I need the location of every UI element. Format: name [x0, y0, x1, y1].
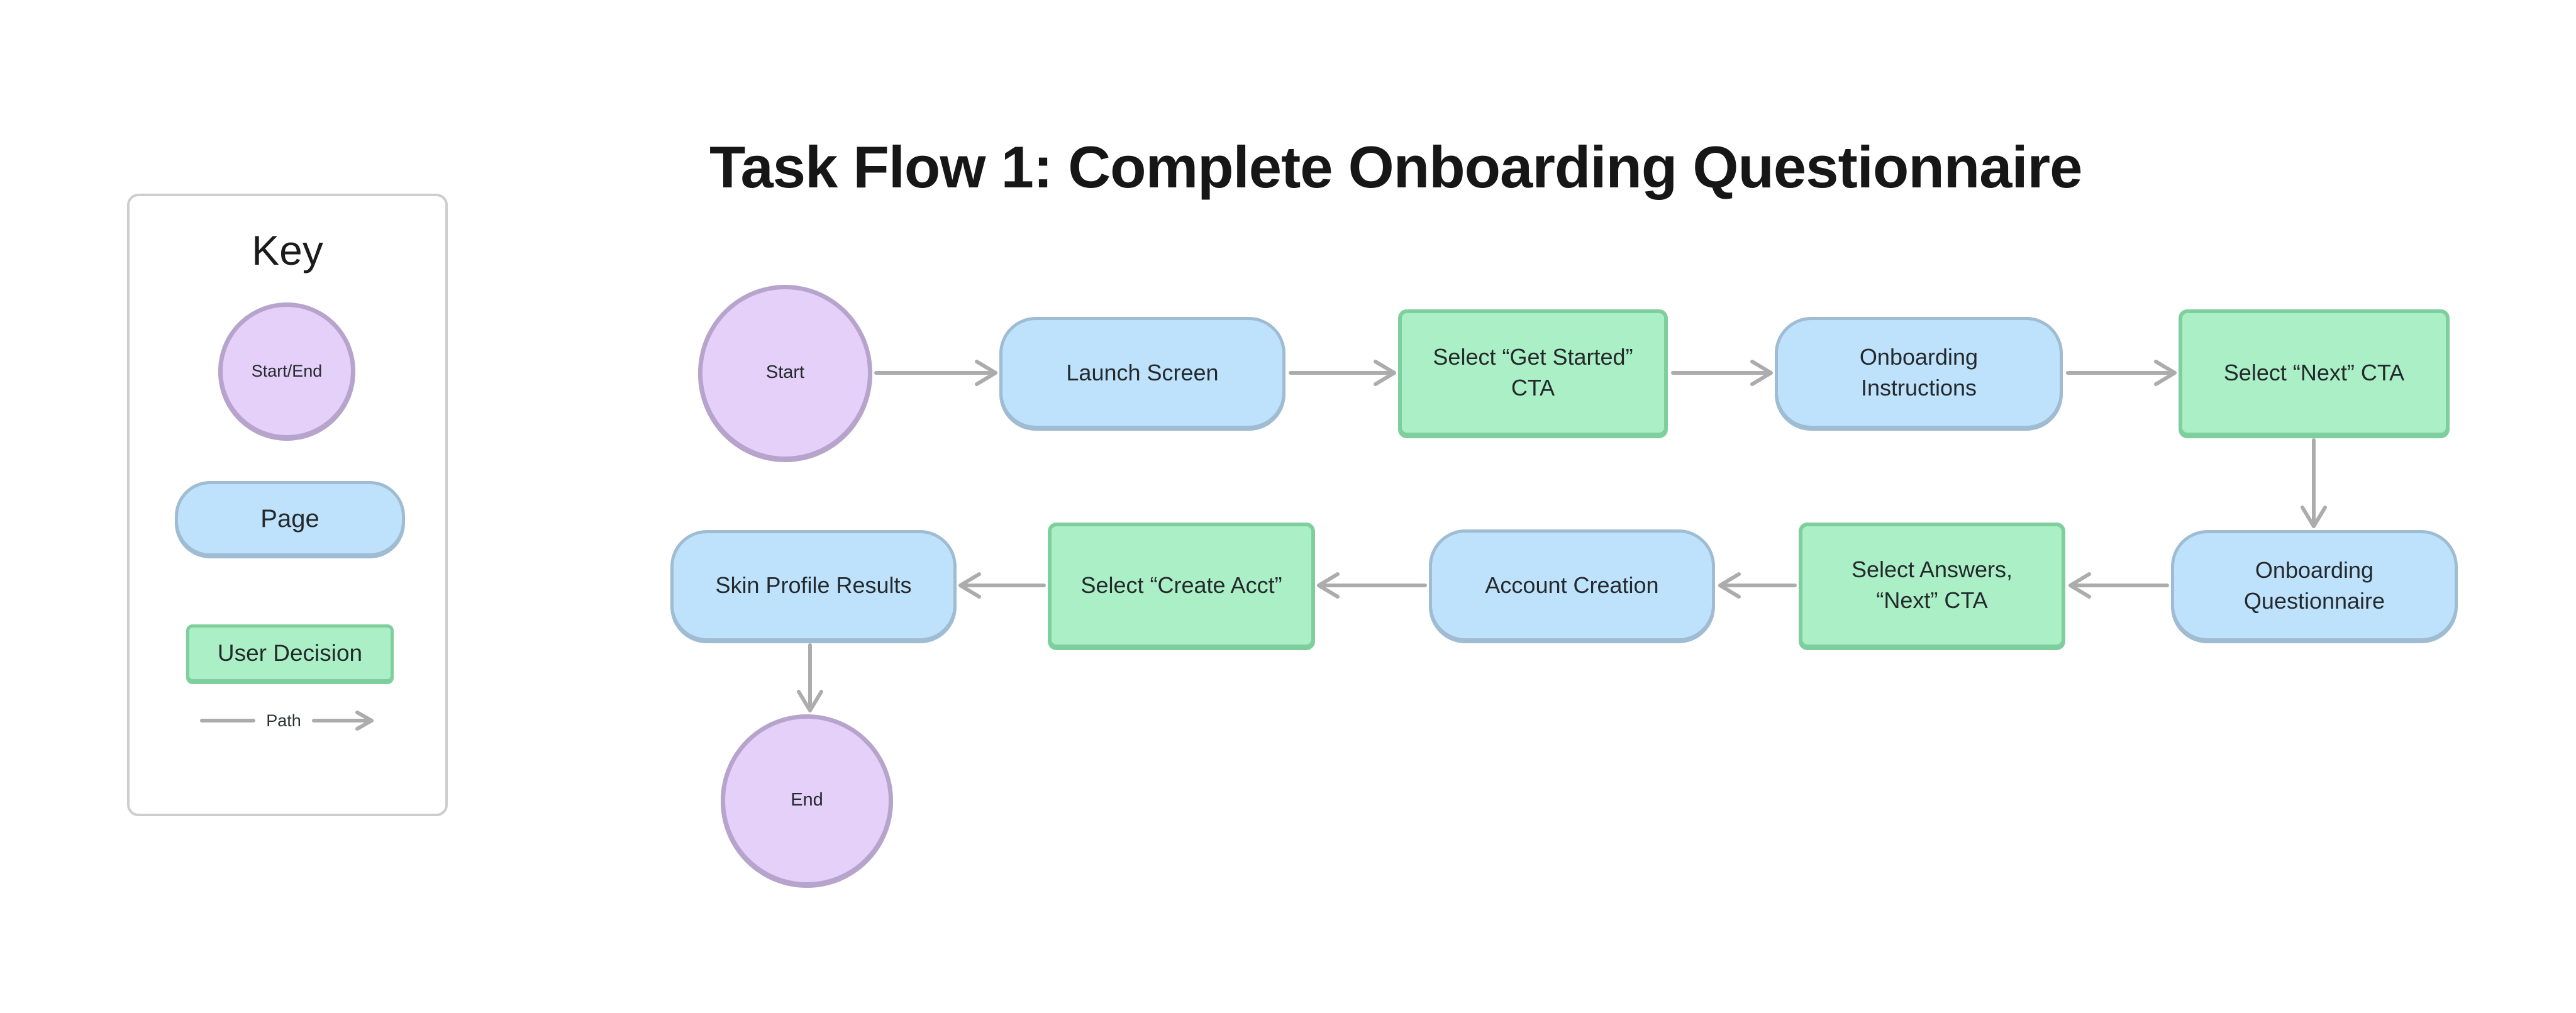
key-path-label: Path — [266, 711, 301, 730]
flow-node-onboarding-instructions: Onboarding Instructions — [1775, 317, 2063, 429]
flow-node-select-next-cta-label: Select “Next” CTA — [2223, 359, 2405, 385]
flow-node-end-label: End — [791, 790, 823, 811]
flow-node-select-create-acct-label: Select “Create Acct” — [1080, 572, 1282, 598]
arrow-select-answers-to-account-creation — [1718, 572, 1797, 599]
flow-node-end: End — [721, 714, 893, 887]
key-user-decision-shape: User Decision — [186, 624, 394, 682]
key-page-shape: Page — [175, 481, 405, 556]
flow-node-select-answers-next-cta-label: Select Answers, “Next” CTA — [1851, 556, 2013, 613]
flow-node-skin-profile-results: Skin Profile Results — [670, 530, 957, 641]
path-line-segment — [200, 719, 256, 722]
arrow-account-creation-to-create-acct — [1317, 572, 1427, 599]
arrow-get-started-to-instructions — [1671, 360, 1773, 386]
flow-node-account-creation-label: Account Creation — [1485, 572, 1659, 598]
flow-node-skin-profile-results-label: Skin Profile Results — [715, 572, 912, 599]
arrow-create-acct-to-skin-profile — [958, 572, 1046, 599]
key-page-label: Page — [260, 504, 319, 533]
arrow-next-cta-to-questionnaire — [2301, 438, 2327, 528]
diagram-title: Task Flow 1: Complete Onboarding Questio… — [709, 134, 2082, 200]
arrow-launch-screen-to-get-started — [1289, 360, 1396, 386]
flow-node-select-get-started-cta: Select “Get Started” CTA — [1398, 309, 1668, 436]
flow-node-select-get-started-cta-label: Select “Get Started” CTA — [1433, 344, 1633, 401]
flow-node-onboarding-questionnaire-label: Onboarding Questionnaire — [2243, 556, 2385, 614]
arrow-skin-profile-to-end — [797, 643, 823, 712]
flow-node-onboarding-instructions-label: Onboarding Instructions — [1859, 344, 1979, 401]
flow-node-start: Start — [698, 285, 872, 461]
flow-node-start-label: Start — [765, 362, 805, 383]
arrow-start-to-launch-screen — [874, 360, 997, 386]
arrow-instructions-to-next-cta — [2066, 360, 2177, 386]
flow-node-account-creation: Account Creation — [1429, 529, 1715, 641]
flow-node-select-answers-next-cta: Select Answers, “Next” CTA — [1799, 523, 2065, 648]
key-panel: Key Start/End Page User Decision Path — [127, 194, 448, 816]
flow-node-select-create-acct: Select “Create Acct” — [1048, 523, 1315, 648]
arrow-questionnaire-to-select-answers — [2068, 572, 2169, 599]
key-start-end-label: Start/End — [251, 361, 323, 380]
flow-node-launch-screen-label: Launch Screen — [1066, 359, 1219, 385]
key-path-row: Path — [130, 709, 445, 732]
key-start-end-shape: Start/End — [218, 302, 355, 440]
flow-node-select-next-cta: Select “Next” CTA — [2179, 309, 2450, 436]
key-user-decision-label: User Decision — [217, 640, 363, 666]
flow-node-launch-screen: Launch Screen — [999, 317, 1285, 429]
path-arrow-icon — [311, 711, 374, 731]
flow-node-onboarding-questionnaire: Onboarding Questionnaire — [2171, 530, 2458, 641]
key-title: Key — [252, 227, 323, 274]
